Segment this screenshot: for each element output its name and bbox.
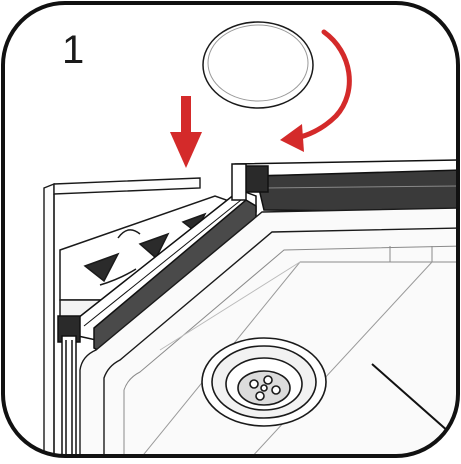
rotate-arrow-icon (293, 29, 352, 141)
drain-icon (201, 337, 327, 427)
step-number: 1 (62, 28, 85, 72)
end-cap-disc (202, 21, 314, 109)
left-corner-clip (57, 315, 81, 456)
rear-seal-profile (231, 159, 458, 213)
end-cap-disc-rim (207, 24, 309, 102)
arrow-down-icon (170, 96, 202, 168)
left-wall (43, 177, 201, 456)
rotate-arrow-head (280, 124, 304, 152)
leader-line (371, 363, 458, 441)
